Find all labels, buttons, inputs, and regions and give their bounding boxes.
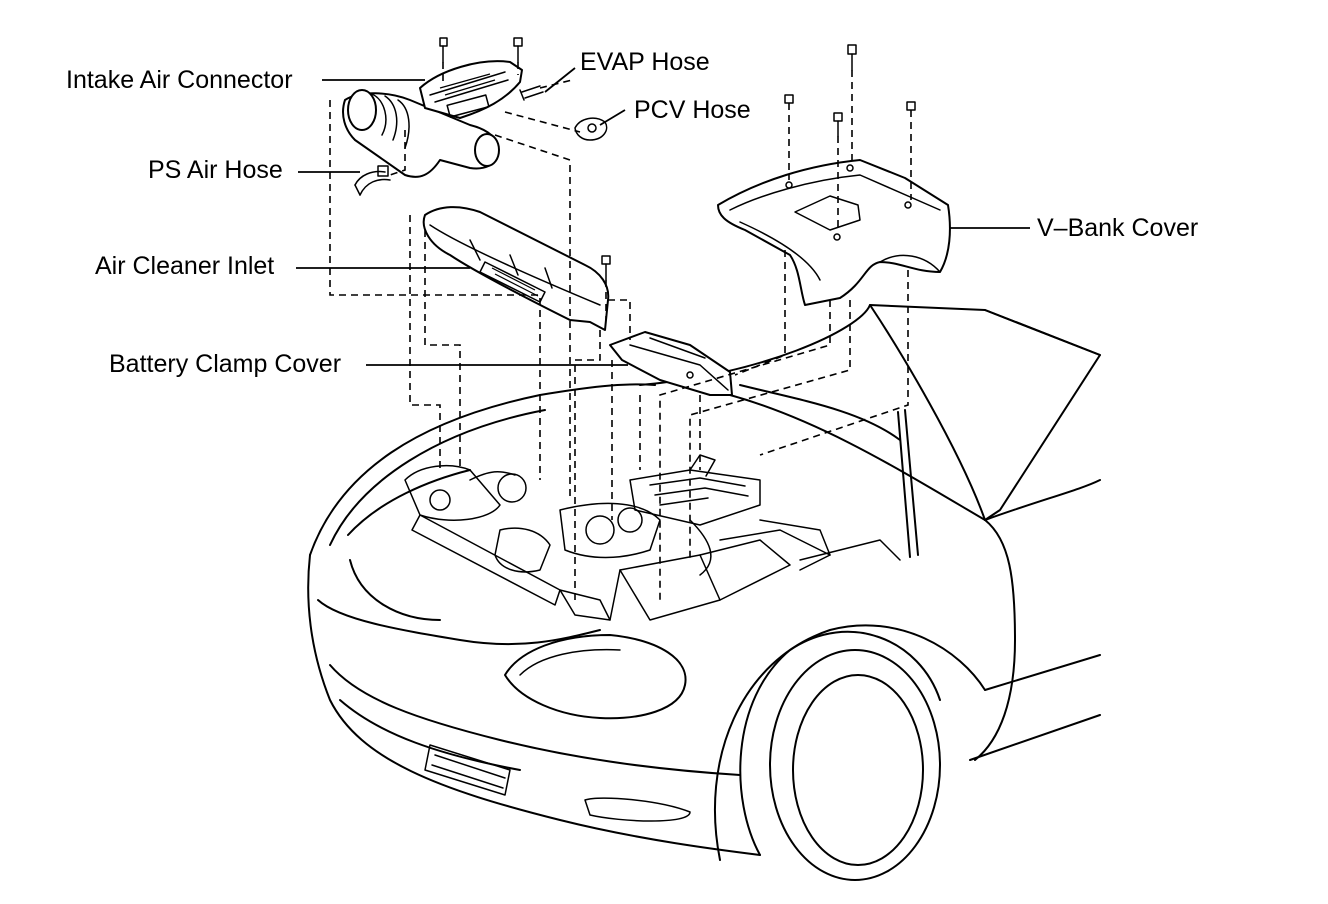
car-body-illustration — [307, 304, 1101, 881]
evap-hose-label: EVAP Hose — [580, 48, 710, 76]
air-cleaner-inlet-part — [422, 206, 610, 331]
evap-hose-part — [519, 85, 544, 101]
leader-lines — [296, 67, 1030, 366]
ps-air-hose-part — [354, 165, 391, 196]
installation-dashed-lines — [329, 62, 912, 600]
v-bank-cover-part — [717, 159, 951, 306]
ps-air-hose-label: PS Air Hose — [148, 156, 283, 184]
pcv-hose-label: PCV Hose — [634, 96, 751, 124]
battery-clamp-cover-label: Battery Clamp Cover — [109, 350, 341, 378]
air-cleaner-inlet-label: Air Cleaner Inlet — [95, 252, 274, 280]
battery-clamp-cover-part — [609, 331, 733, 396]
pcv-hose-part — [574, 117, 608, 141]
bolt-icon-group — [439, 37, 916, 281]
intake-air-connector-part — [342, 60, 523, 178]
v-bank-cover-label: V–Bank Cover — [1037, 214, 1198, 242]
intake-air-connector-label: Intake Air Connector — [66, 66, 293, 94]
